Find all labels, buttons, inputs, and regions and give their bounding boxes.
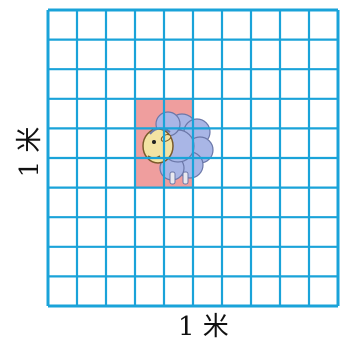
bottom-length-label: 1 米 — [178, 312, 229, 342]
grid-lines — [46, 8, 340, 308]
left-length-label: 1 米 — [15, 126, 45, 178]
